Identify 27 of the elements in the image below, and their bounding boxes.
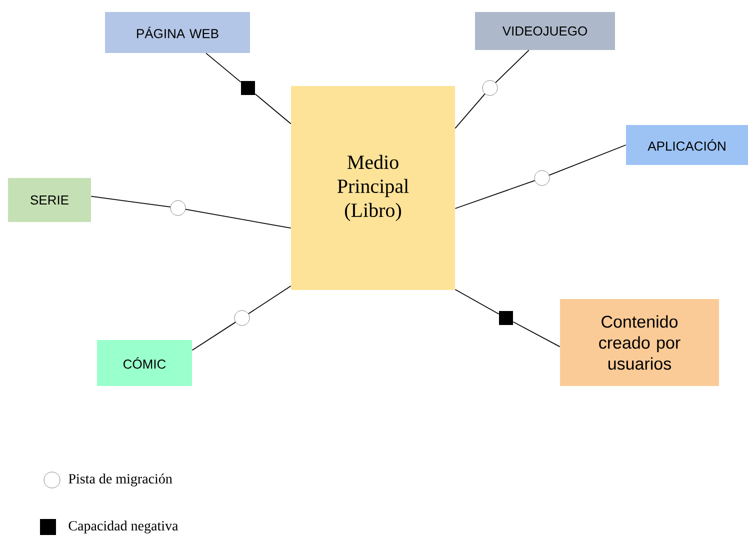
legend-label: Capacidad negativa (68, 520, 178, 534)
negative-square (241, 81, 255, 95)
connector (495, 50, 530, 84)
connector (512, 321, 560, 348)
legend-label: Pista de migración (68, 474, 172, 486)
migration-circle (534, 170, 550, 186)
connector (185, 208, 292, 229)
connector (206, 52, 242, 82)
connector (192, 322, 236, 351)
media-box: VIDEOJUEGO (475, 12, 615, 50)
migration-circle (482, 80, 498, 96)
connector (454, 180, 536, 209)
media-box: SERIE (8, 178, 91, 222)
connector (548, 144, 626, 176)
connector (248, 286, 292, 314)
connector (254, 94, 292, 124)
media-box: PÁGINA WEB (105, 12, 250, 53)
media-box: Contenido creado por usuarios (560, 299, 719, 386)
migration-circle (234, 310, 250, 326)
media-box: CÓMIC (97, 340, 192, 386)
media-box: APLICACIÓN (626, 125, 748, 165)
main-medium-box: Medio Principal (Libro) (291, 86, 455, 290)
connector (454, 289, 500, 314)
connector (90, 196, 171, 208)
negative-square (499, 311, 513, 325)
migration-circle (170, 200, 186, 216)
connector (454, 93, 486, 129)
